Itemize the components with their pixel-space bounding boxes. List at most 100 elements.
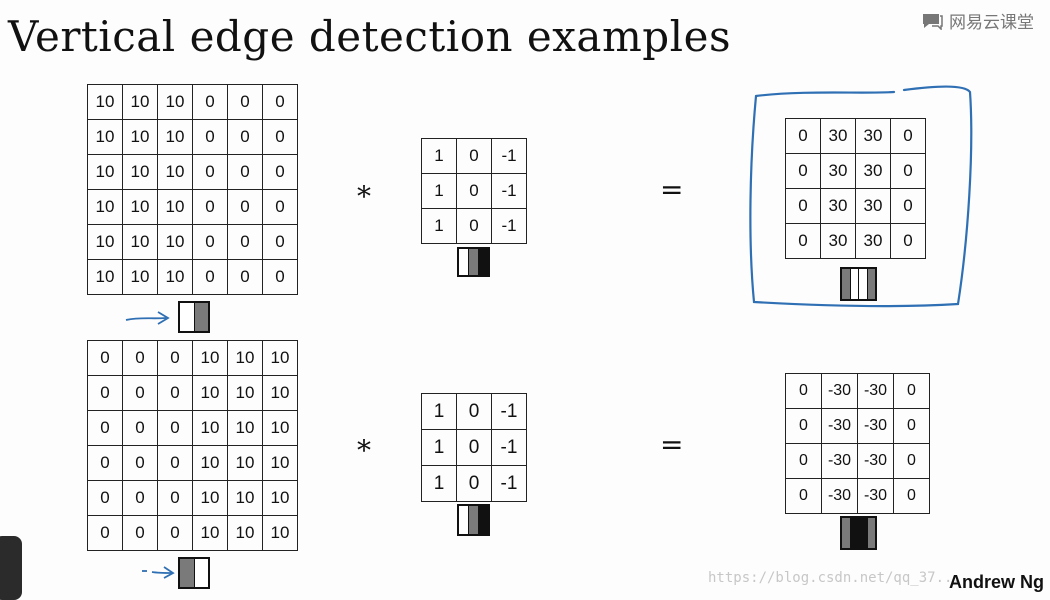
matrix-cell: 0	[192, 189, 228, 225]
swatch-band	[858, 518, 867, 548]
matrix-cell: 0	[122, 410, 158, 446]
matrix-cell: 0	[785, 373, 822, 409]
matrix-cell: 30	[820, 153, 856, 189]
matrix-cell: 10	[262, 375, 298, 411]
filter-swatch-2	[457, 504, 490, 536]
swatch-band	[478, 506, 488, 534]
matrix-cell: 10	[122, 189, 158, 225]
matrix-cell: 0	[262, 119, 298, 155]
swatch-band	[858, 269, 867, 299]
matrix-cell: 0	[262, 154, 298, 190]
author-name: Andrew Ng	[949, 572, 1045, 592]
matrix-cell: 0	[893, 408, 930, 444]
matrix-cell: 10	[87, 259, 123, 295]
matrix-cell: 0	[456, 138, 492, 174]
matrix-cell: -1	[491, 393, 527, 430]
matrix-cell: 30	[820, 223, 856, 259]
matrix-cell: 0	[192, 224, 228, 260]
input-swatch-2	[178, 557, 210, 589]
matrix-cell: 10	[122, 259, 158, 295]
swatch-band	[842, 269, 850, 299]
matrix-cell: 10	[87, 119, 123, 155]
matrix-cell: 1	[421, 393, 457, 430]
matrix-cell: 30	[855, 153, 891, 189]
matrix-cell: 0	[227, 119, 263, 155]
matrix-cell: 0	[785, 153, 821, 189]
swatch-band	[468, 249, 478, 275]
matrix-cell: 10	[227, 445, 263, 481]
matrix-cell: 10	[157, 224, 193, 260]
equals-operator-1: =	[660, 173, 684, 206]
highlight-circle	[749, 85, 973, 308]
matrix-cell: 0	[157, 410, 193, 446]
matrix-cell: 30	[820, 188, 856, 224]
matrix-cell: -1	[491, 173, 527, 209]
matrix-cell: 10	[227, 480, 263, 516]
matrix-cell: -30	[821, 408, 858, 444]
matrix-cell: -1	[491, 465, 527, 502]
matrix-cell: 0	[157, 480, 193, 516]
matrix-cell: 30	[855, 223, 891, 259]
swatch-band	[468, 506, 478, 534]
matrix-cell: 10	[87, 189, 123, 225]
matrix-cell: 0	[456, 465, 492, 502]
matrix-cell: 10	[87, 224, 123, 260]
matrix-cell: 0	[227, 189, 263, 225]
matrix-cell: 10	[227, 375, 263, 411]
matrix-cell: 10	[122, 224, 158, 260]
matrix-cell: 1	[421, 208, 457, 244]
matrix-cell: 10	[227, 340, 263, 376]
matrix-cell: 30	[855, 188, 891, 224]
matrix-cell: 0	[785, 478, 822, 514]
matrix-cell: 1	[421, 465, 457, 502]
slide-title: Vertical edge detection examples	[8, 12, 732, 61]
matrix-cell: 10	[262, 445, 298, 481]
matrix-cell: 0	[456, 429, 492, 466]
matrix-cell: 0	[893, 443, 930, 479]
equals-operator-2: =	[660, 428, 684, 461]
matrix-cell: 10	[262, 480, 298, 516]
matrix-cell: 10	[157, 84, 193, 120]
matrix-cell: 10	[157, 154, 193, 190]
matrix-cell: 0	[87, 340, 123, 376]
matrix-cell: 10	[122, 84, 158, 120]
swatch-band	[193, 303, 208, 331]
swatch-band	[478, 249, 488, 275]
matrix-cell: 0	[227, 259, 263, 295]
output-swatch-1	[840, 267, 877, 301]
matrix-cell: 0	[227, 224, 263, 260]
matrix-cell: 0	[456, 393, 492, 430]
matrix-cell: 10	[157, 259, 193, 295]
filter-swatch-1	[457, 247, 490, 277]
matrix-cell: 0	[893, 478, 930, 514]
matrix-cell: 0	[890, 153, 926, 189]
matrix-cell: 0	[87, 375, 123, 411]
matrix-cell: -30	[857, 373, 894, 409]
matrix-cell: 10	[157, 119, 193, 155]
chat-bubble-icon	[923, 13, 943, 30]
matrix-cell: 0	[456, 173, 492, 209]
watermark-url: https://blog.csdn.net/qq_37...	[708, 570, 961, 586]
swatch-band	[849, 269, 858, 299]
matrix-cell: 0	[122, 480, 158, 516]
matrix-cell: 10	[262, 515, 298, 551]
matrix-cell: 1	[421, 138, 457, 174]
matrix-cell: 0	[122, 375, 158, 411]
swatch-band	[180, 303, 194, 331]
